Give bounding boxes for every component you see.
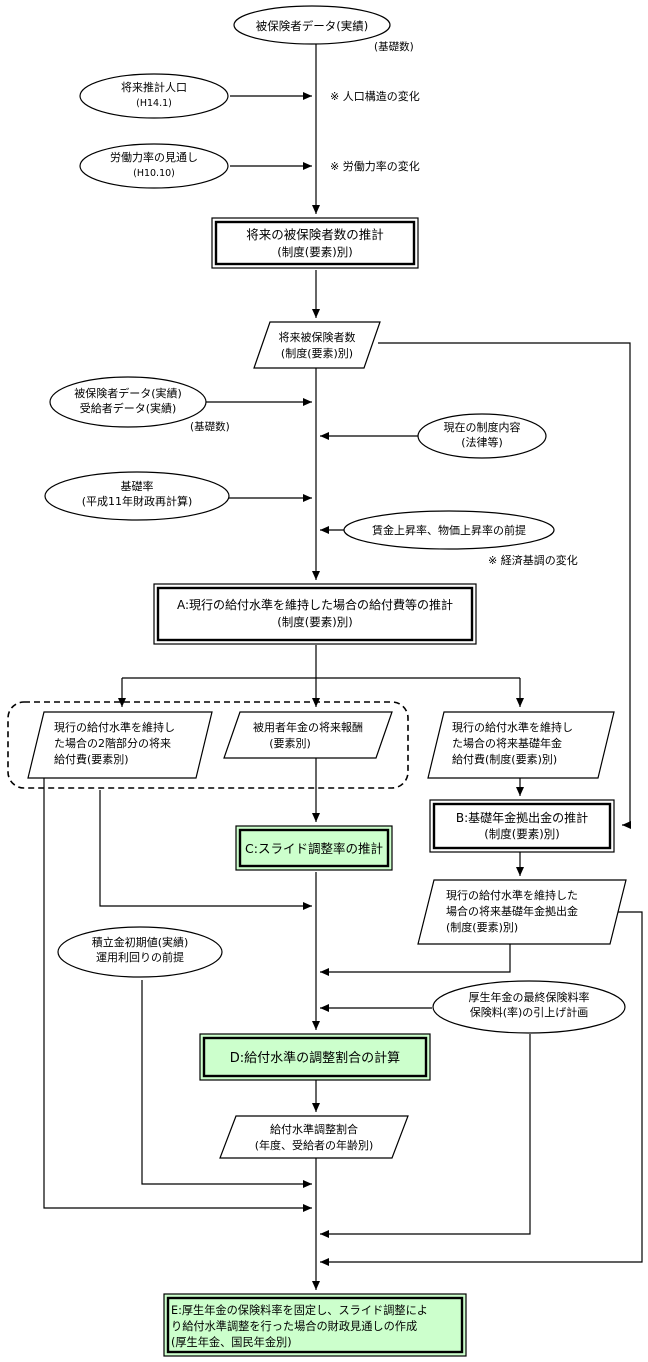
oval-insured-data-label: 被保険者データ(実績) — [256, 19, 368, 33]
box-d: D:給付水準の調整割合の計算 — [199, 1033, 431, 1081]
box-c: C:スライド調整率の推計 — [235, 825, 393, 871]
box-e: E:厚生年金の保険料率を固定し、スライド調整によ り給付水準調整を行った場合の財… — [163, 1293, 467, 1357]
para-adjust-ratio-line2: (年度、受給者の年齢別) — [255, 1138, 374, 1152]
para-future-insured: 将来被保険者数 (制度(要素)別) — [253, 321, 381, 369]
oval-insured-recipient: 被保険者データ(実績) 受給者データ(実績) — [49, 376, 207, 428]
oval-final-premium: 厚生年金の最終保険料率 保険料(率)の引上げ計画 — [432, 980, 626, 1034]
oval-insured-data: 被保険者データ(実績) — [233, 5, 391, 45]
box-a-line2: (制度(要素)別) — [277, 615, 352, 629]
oval-reserve-line2: 運用利回りの前提 — [96, 950, 184, 964]
oval-final-premium-line2: 保険料(率)の引上げ計画 — [470, 1005, 589, 1019]
box-estimate-insured-line1: 将来の被保険者数の推計 — [246, 227, 384, 242]
note-pop-change: ※ 人口構造の変化 — [330, 89, 420, 103]
box-d-label: D:給付水準の調整割合の計算 — [230, 1050, 400, 1066]
box-estimate-insured: 将来の被保険者数の推計 (制度(要素)別) — [211, 217, 419, 269]
para-basic-contrib-line1: 現行の給付水準を維持した — [446, 888, 578, 902]
para-future-insured-line2: (制度(要素)別) — [281, 346, 353, 360]
oval-current-system: 現在の制度内容 (法律等) — [417, 413, 547, 459]
box-c-label: C:スライド調整率の推計 — [245, 841, 383, 856]
box-b-line2: (制度(要素)別) — [484, 827, 559, 841]
para-adjust-ratio: 給付水準調整割合 (年度、受給者の年齢別) — [219, 1115, 409, 1159]
para-tier2-line3: 給付費(要素別) — [54, 752, 129, 766]
oval-labor: 労働力率の見通し (H10.10) — [79, 143, 229, 189]
oval-labor-line1: 労働力率の見通し — [110, 150, 198, 164]
oval-current-system-line2: (法律等) — [461, 435, 503, 449]
para-tier2-line1: 現行の給付水準を維持し — [54, 720, 175, 734]
oval-wage-price: 賃金上昇率、物価上昇率の前提 — [343, 510, 555, 550]
oval-wage-price-label: 賃金上昇率、物価上昇率の前提 — [372, 523, 526, 537]
oval-current-system-line1: 現在の制度内容 — [444, 420, 521, 434]
box-a: A:現行の給付水準を維持した場合の給付費等の推計 (制度(要素)別) — [153, 583, 477, 645]
para-basic-contrib: 現行の給付水準を維持した 場合の将来基礎年金拠出金 (制度(要素)別) — [417, 879, 627, 945]
box-estimate-insured-line2: (制度(要素)別) — [277, 245, 352, 259]
para-basic-benefit-line3: 給付費(制度(要素)別) — [452, 752, 557, 766]
oval-final-premium-line1: 厚生年金の最終保険料率 — [469, 990, 590, 1004]
oval-reserve-line1: 積立金初期値(実績) — [92, 935, 189, 949]
oval-future-pop-line2: (H14.1) — [136, 98, 172, 109]
para-basic-benefit-line1: 現行の給付水準を維持し — [452, 720, 573, 734]
oval-base-rate-line2: (平成11年財政再計算) — [82, 494, 193, 508]
para-remuneration-line2: (要素別) — [269, 737, 311, 750]
para-basic-contrib-line2: 場合の将来基礎年金拠出金 — [446, 904, 578, 918]
oval-reserve: 積立金初期値(実績) 運用利回りの前提 — [57, 926, 223, 978]
para-adjust-ratio-line1: 給付水準調整割合 — [270, 1122, 358, 1136]
box-e-line1: E:厚生年金の保険料率を固定し、スライド調整によ — [171, 1303, 428, 1317]
box-b: B:基礎年金拠出金の推計 (制度(要素)別) — [429, 799, 615, 853]
oval-base-rate-line1: 基礎率 — [121, 479, 154, 493]
oval-labor-line2: (H10.10) — [133, 168, 175, 179]
note-basic-count-2: (基礎数) — [190, 420, 230, 433]
oval-base-rate: 基礎率 (平成11年財政再計算) — [44, 471, 230, 521]
box-b-line1: B:基礎年金拠出金の推計 — [456, 810, 588, 825]
dashed-group — [7, 701, 409, 789]
oval-future-pop-line1: 将来推計人口 — [121, 80, 187, 94]
para-future-insured-line1: 将来被保険者数 — [279, 330, 356, 344]
note-basic-count-1: (基礎数) — [374, 40, 414, 53]
box-e-line2: り給付水準調整を行った場合の財政見通しの作成 — [171, 1319, 417, 1333]
oval-future-pop: 将来推計人口 (H14.1) — [79, 73, 229, 119]
para-tier2: 現行の給付水準を維持し た場合の2階部分の将来 給付費(要素別) — [27, 711, 213, 779]
box-a-line1: A:現行の給付水準を維持した場合の給付費等の推計 — [177, 597, 453, 612]
note-economy-change: ※ 経済基調の変化 — [488, 553, 578, 567]
para-basic-contrib-line3: (制度(要素)別) — [446, 920, 518, 934]
para-remuneration-line1: 被用者年金の将来報酬 — [253, 720, 363, 734]
note-labor-change: ※ 労働力率の変化 — [330, 159, 420, 173]
oval-insured-recipient-line1: 被保険者データ(実績) — [74, 386, 182, 400]
oval-insured-recipient-line2: 受給者データ(実績) — [80, 401, 177, 415]
box-e-line3: (厚生年金、国民年金別) — [171, 1335, 292, 1349]
para-basic-benefit: 現行の給付水準を維持し た場合の将来基礎年金 給付費(制度(要素)別) — [427, 711, 615, 779]
para-remuneration: 被用者年金の将来報酬 (要素別) — [223, 711, 393, 759]
para-tier2-line2: た場合の2階部分の将来 — [54, 736, 171, 750]
para-basic-benefit-line2: た場合の将来基礎年金 — [452, 736, 562, 750]
connectors — [43, 44, 643, 1290]
